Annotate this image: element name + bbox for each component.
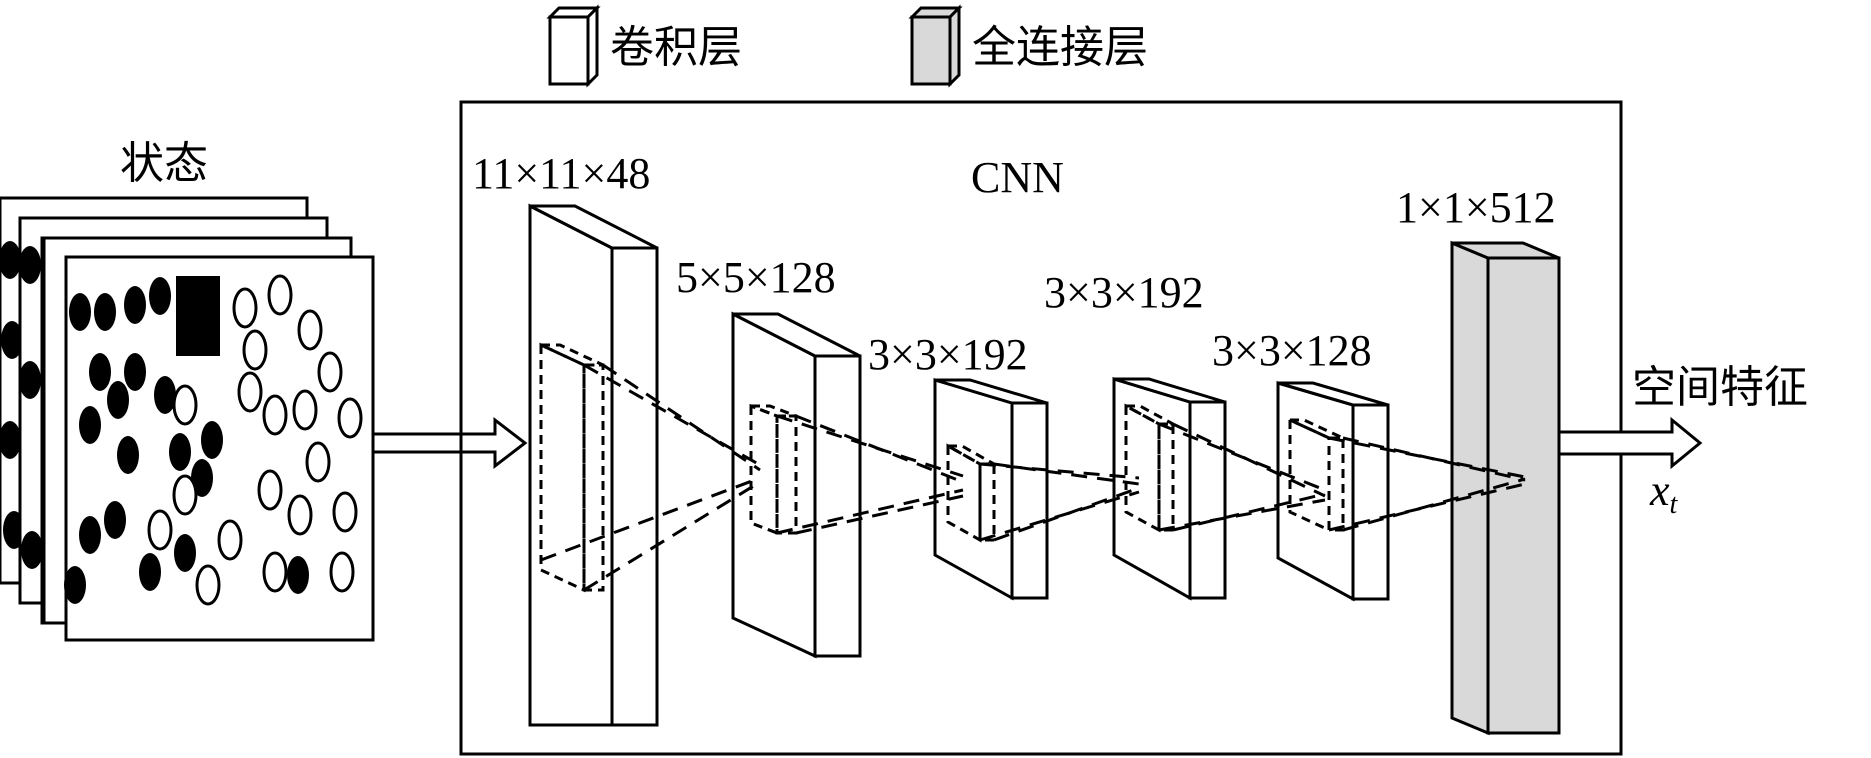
filled-dots	[64, 277, 309, 604]
conv-layer-4	[1112, 376, 1227, 601]
conv-layer-2	[731, 311, 862, 659]
fc-layer	[1450, 240, 1561, 736]
output-arrow	[1557, 416, 1703, 470]
state-stack	[0, 196, 375, 642]
projection-lines	[540, 363, 1526, 592]
state-label: 状态	[120, 138, 208, 189]
conv-layer-1	[528, 203, 659, 727]
output-label: 空间特征	[1632, 362, 1808, 413]
conv-layer-3	[933, 377, 1049, 601]
input-arrow	[371, 416, 528, 470]
conv2-size-label: 5×5×128	[676, 253, 836, 302]
cnn-box	[459, 100, 1623, 756]
conv3-size-label: 3×3×192	[868, 330, 1028, 379]
output-variable-main: x	[1649, 466, 1670, 515]
fc-size-label: 1×1×512	[1396, 183, 1556, 232]
legend: 卷积层 全连接层	[546, 4, 1148, 88]
output-variable: xt	[1649, 466, 1679, 520]
cnn-label: CNN	[971, 153, 1064, 202]
state-frame-front	[64, 255, 375, 642]
legend-fc-icon	[908, 4, 963, 88]
legend-fc-label: 全连接层	[972, 22, 1148, 73]
legend-conv-label: 卷积层	[610, 22, 742, 73]
output-variable-sub: t	[1670, 489, 1679, 520]
conv-layer-5	[1276, 380, 1390, 602]
legend-conv-icon	[546, 4, 601, 88]
conv4-size-label: 3×3×192	[1044, 268, 1204, 317]
conv1-size-label: 11×11×48	[472, 149, 650, 198]
hollow-dots	[147, 274, 363, 606]
conv5-size-label: 3×3×128	[1212, 326, 1372, 375]
agent-marker	[176, 276, 220, 356]
